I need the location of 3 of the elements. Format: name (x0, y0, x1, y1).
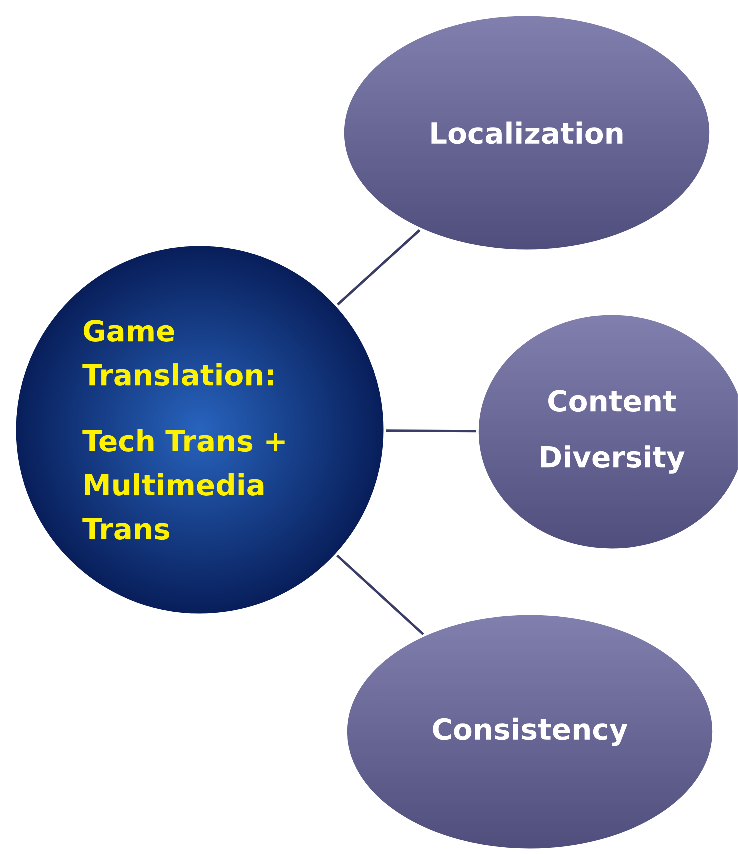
connector-line (336, 554, 424, 636)
connector-line (386, 430, 476, 433)
connector-line (337, 229, 421, 306)
